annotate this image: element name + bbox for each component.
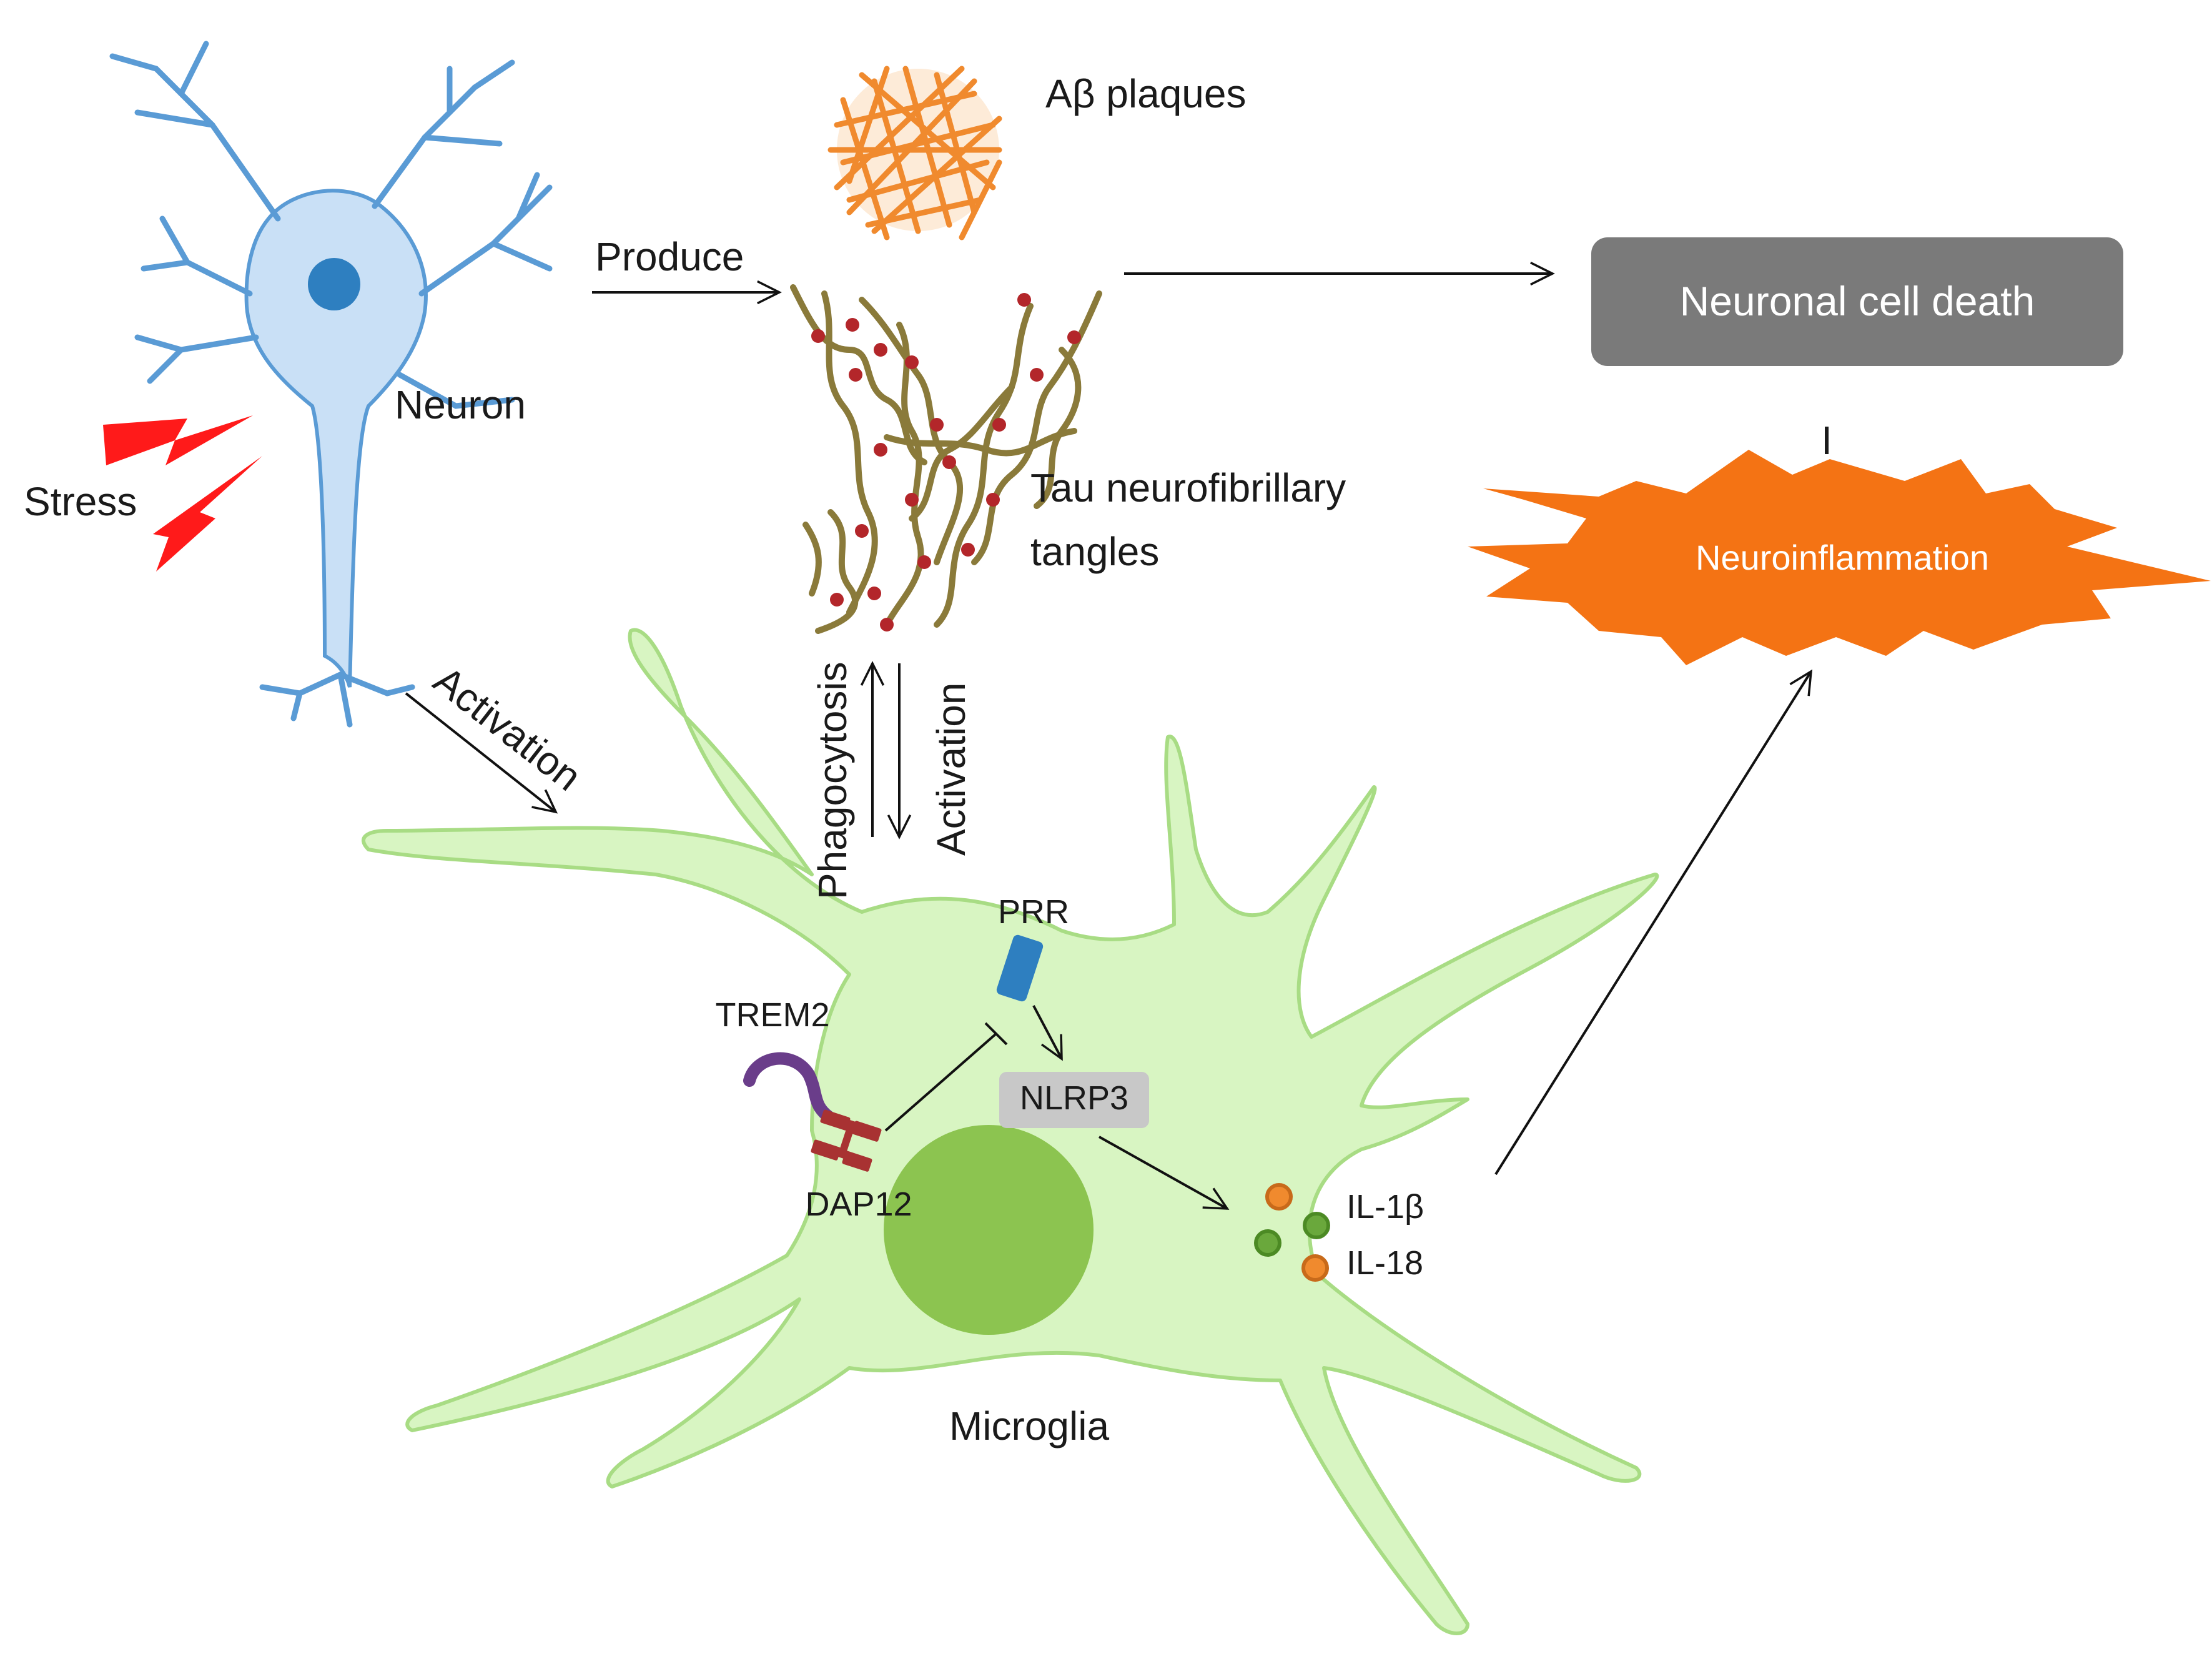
nlrp3-box [999, 1072, 1149, 1128]
produce-label: Produce [595, 234, 744, 279]
tau-phosphate-dots [811, 293, 1081, 631]
cytokine-inflammation-arrow [1494, 669, 1813, 1176]
neuron-nucleus [308, 258, 360, 310]
prr-label: PRR [998, 893, 1069, 931]
nlrp3-cytokine-arrow [1099, 1136, 1230, 1210]
neuron-cell [109, 41, 553, 728]
prr-receptor-icon [996, 934, 1044, 1002]
dap12-prr-inhibit-line [884, 1022, 1008, 1132]
abeta-label: Aβ plaques [1045, 71, 1246, 116]
neuronal-death-label: Neuronal cell death [1680, 278, 2035, 324]
neuron-body [244, 189, 428, 688]
neuronal-death-box [1591, 237, 2123, 366]
prr-nlrp3-arrow [1032, 1005, 1063, 1061]
stress-label: Stress [24, 479, 137, 524]
trem2-receptor-icon [743, 1052, 837, 1124]
inhibit-mark: I [1821, 418, 1832, 463]
neuroinflammation-burst-icon [1468, 450, 2211, 665]
dap12-label: DAP12 [805, 1186, 912, 1223]
trem2-label: TREM2 [715, 996, 829, 1034]
microglia-nucleus [884, 1125, 1094, 1335]
tau-label-line2: tangles [1030, 529, 1159, 574]
stress-bolt-icon [103, 415, 262, 572]
microglia-label: Microglia [949, 1404, 1109, 1449]
phagocytosis-label: Phagocytosis [810, 661, 855, 899]
nlrp3-label: NLRP3 [1020, 1079, 1128, 1117]
il1b-label: IL-1β [1346, 1188, 1424, 1226]
neuron-activation-arrow [405, 692, 558, 814]
tau-label-line1: Tau neurofibrillary [1030, 465, 1346, 510]
il18-label: IL-18 [1346, 1244, 1423, 1282]
abeta-plaques-icon [827, 66, 1002, 240]
neuron-label: Neuron [395, 382, 526, 427]
tau-activation-label: Activation [929, 683, 974, 856]
dap12-icon [811, 1109, 882, 1172]
neuroinflammation-label: Neuroinflammation [1696, 538, 1989, 577]
cytokine-dots [1254, 1183, 1330, 1282]
